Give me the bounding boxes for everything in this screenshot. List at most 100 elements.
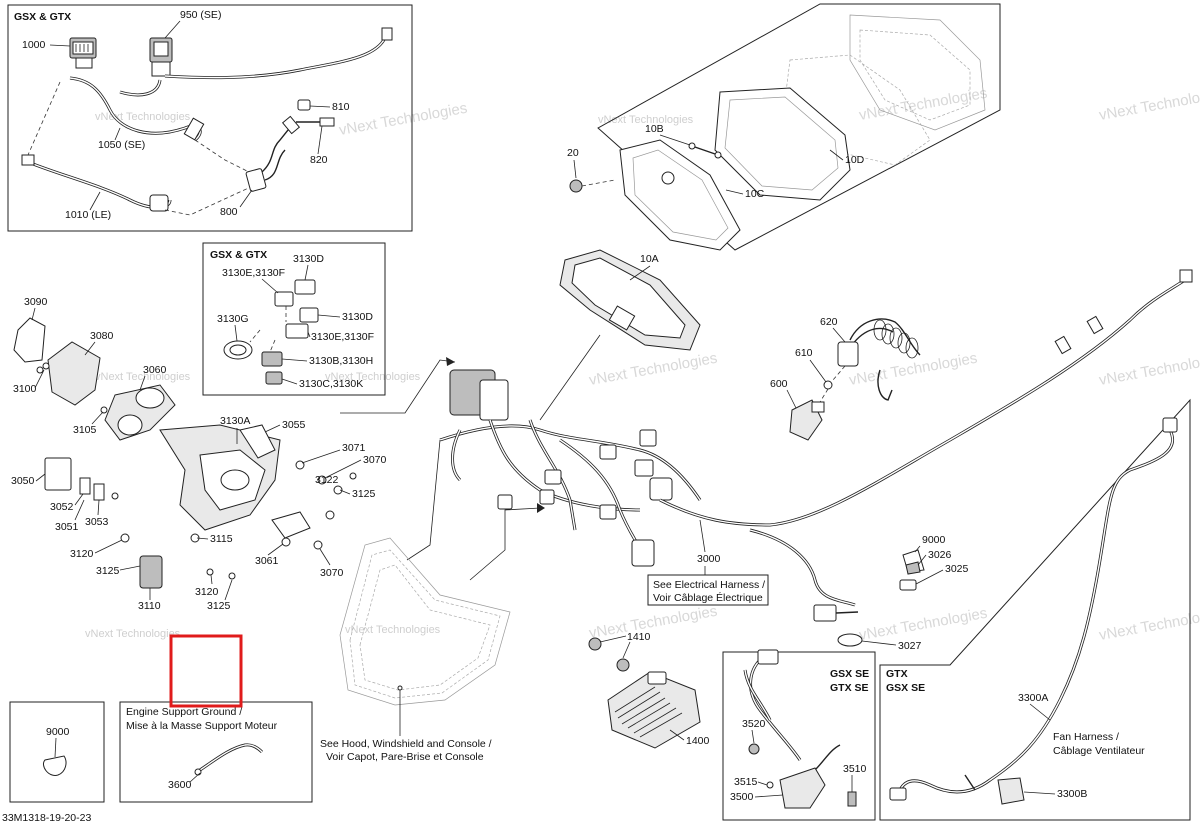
se-panel-title-1: GSX SE: [830, 668, 869, 680]
label-3080: 3080: [90, 330, 114, 342]
ground-panel-frame: [119, 701, 313, 803]
housing-10C[interactable]: [714, 87, 851, 201]
label-620: 620: [820, 316, 838, 328]
clip-panel: 9000: [9, 701, 105, 803]
label-3130BH: 3130B,3130H: [309, 355, 373, 367]
part-3055[interactable]: [239, 424, 276, 459]
label-10C: 10C: [745, 188, 765, 200]
label-3515: 3515: [734, 776, 758, 788]
bracket-3080[interactable]: [47, 341, 101, 406]
label-10A: 10A: [640, 253, 659, 265]
connector-3130D[interactable]: [299, 307, 319, 323]
connector-3130D[interactable]: [294, 279, 316, 295]
label-810: 810: [332, 101, 350, 113]
connector-3050[interactable]: [44, 457, 72, 491]
connector-3130B[interactable]: [261, 351, 283, 367]
part-3061[interactable]: [271, 511, 311, 539]
label-10B: 10B: [645, 123, 664, 135]
part-3053[interactable]: [93, 483, 105, 501]
label-3061: 3061: [255, 555, 279, 567]
connector-3130F[interactable]: [285, 323, 309, 339]
label-3055: 3055: [282, 419, 306, 431]
clip-panel-frame: [9, 701, 105, 803]
ring-3027[interactable]: [837, 633, 863, 647]
fan-note-2: Câblage Ventilateur: [1053, 745, 1145, 757]
nut-3520[interactable]: [748, 743, 760, 755]
label-3105: 3105: [73, 424, 97, 436]
label-3053: 3053: [85, 516, 109, 528]
label-3130EF: 3130E,3130F: [222, 267, 285, 279]
label-3050: 3050: [11, 475, 35, 487]
connector-3130C[interactable]: [265, 371, 283, 385]
relay-3500[interactable]: [779, 767, 826, 809]
switch-1000[interactable]: [69, 37, 97, 69]
headlight-outline[interactable]: [339, 537, 511, 706]
watermark: vNext Technologies: [858, 605, 989, 644]
clip-3025[interactable]: [899, 579, 917, 591]
clip-group: 9000 3026 3025 3027: [837, 534, 969, 652]
headlight: See Hood, Windshield and Console / Voir …: [320, 537, 511, 763]
connector: [889, 787, 907, 801]
screw-20[interactable]: [569, 179, 583, 193]
fan-panel-title-2: GSX SE: [886, 682, 925, 694]
label-3600: 3600: [168, 779, 192, 791]
label-20: 20: [567, 147, 579, 159]
bezel-10B[interactable]: [619, 139, 741, 251]
terminal-820: [319, 117, 335, 127]
connector-800[interactable]: [245, 168, 267, 192]
ground-cable-3600[interactable]: [194, 768, 202, 776]
fan-note-1: Fan Harness /: [1053, 731, 1119, 743]
part-3052[interactable]: [79, 477, 91, 495]
switch-panel-title: GSX & GTX: [14, 11, 71, 23]
hood-note-2: Voir Capot, Pare-Brise et Console: [326, 751, 484, 763]
connector: [813, 604, 837, 622]
connector: [381, 27, 393, 41]
label-10D: 10D: [845, 154, 865, 166]
label-3130D-b: 3130D: [342, 311, 373, 323]
label-1050: 1050 (SE): [98, 139, 145, 151]
connector: [281, 115, 301, 135]
label-3125-c: 3125: [207, 600, 231, 612]
cap-620[interactable]: [837, 341, 859, 367]
label-3090: 3090: [24, 296, 48, 308]
connector: [1179, 269, 1193, 283]
switch-950[interactable]: [149, 37, 173, 77]
plate-3090[interactable]: [13, 317, 46, 363]
bolt-3510[interactable]: [847, 791, 857, 807]
label-3120-b: 3120: [195, 586, 219, 598]
screws: [42, 362, 357, 580]
hood-note-1: See Hood, Windshield and Console /: [320, 738, 492, 750]
clip-9000-b[interactable]: [43, 755, 67, 776]
regulator-group: 1410 1400: [588, 631, 710, 749]
label-3060: 3060: [143, 364, 167, 376]
label-3070-b: 3070: [320, 567, 344, 579]
label-3130CK: 3130C,3130K: [299, 378, 363, 390]
watermark: vNext Technologies: [1098, 85, 1200, 124]
label-3500: 3500: [730, 791, 754, 803]
connector-3130E[interactable]: [274, 291, 294, 307]
label-3125-b: 3125: [96, 565, 120, 577]
connector: [183, 117, 205, 141]
label-9000-a: 9000: [922, 534, 946, 546]
watermark: vNext Technologies: [325, 371, 421, 383]
washer-3515[interactable]: [766, 781, 774, 789]
ground-note-1: Engine Support Ground /: [126, 706, 242, 718]
mechanical-assembly: 3090 3080 3060 3100 3105 3130A 3055 3071…: [11, 296, 387, 612]
connector: [21, 154, 35, 166]
ring-610[interactable]: [823, 380, 833, 390]
harness-note-2: Voir Câblage Électrique: [653, 591, 763, 604]
bracket-3300B[interactable]: [997, 777, 1025, 805]
label-1410: 1410: [627, 631, 651, 643]
label-3071: 3071: [342, 442, 366, 454]
label-3115: 3115: [210, 533, 233, 545]
label-3052: 3052: [50, 501, 74, 513]
cluster-panel: 20 10B 10D 10C: [567, 3, 1001, 251]
cap-810: [297, 99, 311, 111]
highlight-box: [169, 634, 243, 708]
watermark: vNext Technologies: [858, 85, 989, 124]
sensor-3110[interactable]: [139, 555, 163, 589]
label-950: 950 (SE): [180, 9, 221, 21]
label-3100: 3100: [13, 383, 37, 395]
se-panel-title-2: GTX SE: [830, 682, 869, 694]
label-610: 610: [795, 347, 813, 359]
